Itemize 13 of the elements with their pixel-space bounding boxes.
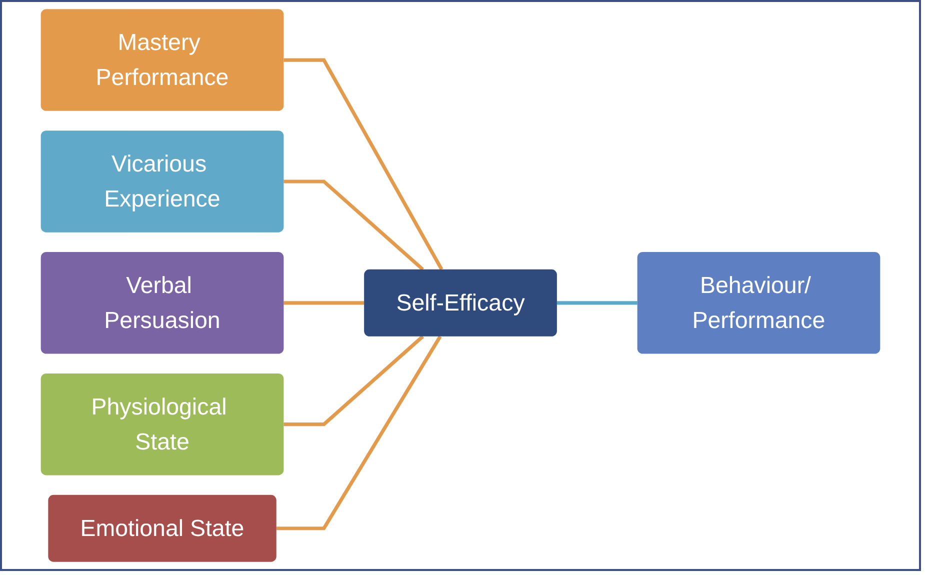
node-box: Physiological State [40,373,284,476]
node-box: Vicarious Experience [40,130,284,232]
node-box: Behaviour/ Performance [637,252,880,354]
node-box: Verbal Persuasion [40,252,284,354]
node-box: Mastery Performance [40,9,284,111]
connector [284,335,424,426]
connector [556,301,638,305]
node-box: Self-Efficacy [364,269,557,336]
node-box: Emotional State [48,494,276,562]
connector [284,301,364,305]
connector [284,58,444,270]
connector [284,180,424,271]
connector [276,335,442,530]
